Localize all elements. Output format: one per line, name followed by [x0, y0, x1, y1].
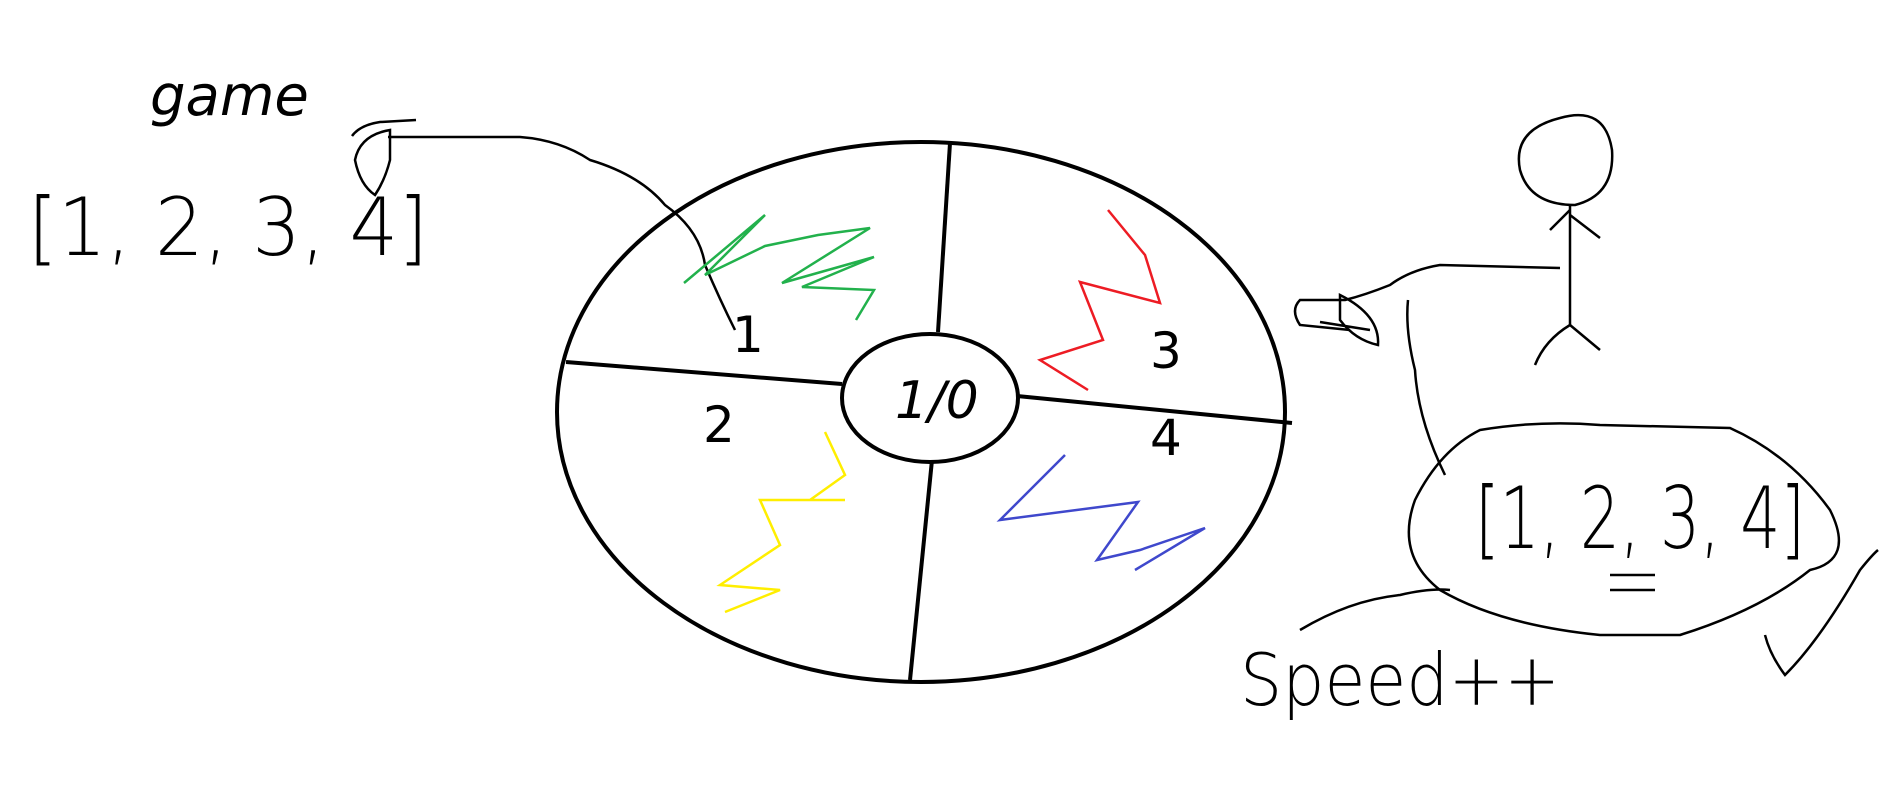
section-1-label: 1: [732, 306, 764, 364]
wheel-divider-right: [1016, 394, 1293, 425]
game-label: game: [150, 64, 309, 129]
right-list-label: [1, 2, 3, 4]: [1475, 469, 1805, 569]
section-4-scribble: [996, 454, 1206, 572]
list-to-wheel-connector: [388, 135, 737, 331]
pointing-arrow: [1319, 292, 1380, 347]
section-4-label: 4: [1150, 409, 1182, 467]
wheel: 1/0 1 2 3 4: [555, 140, 1293, 684]
left-list-label: [1, 2, 3, 4]: [28, 181, 428, 274]
wheel-divider-left: [565, 360, 843, 386]
wheel-hub: [840, 332, 1020, 464]
speed-label: Speed++: [1240, 638, 1560, 722]
loop-tail-left: [1299, 588, 1451, 632]
wheel-divider-bottom: [908, 459, 934, 681]
section-3-label: 3: [1150, 322, 1182, 380]
loop-tail-right: [1763, 549, 1879, 677]
right-list-loop: [1407, 422, 1841, 637]
list-pointer-arrow: [350, 118, 417, 197]
section-2-scribble: [716, 431, 847, 614]
section-2-label: 2: [703, 396, 735, 454]
wheel-divider-top: [936, 142, 952, 333]
section-1-scribble: [683, 214, 877, 321]
wheel-hub-label: 1/0: [895, 371, 979, 431]
section-3-scribble: [1037, 209, 1162, 392]
figure-arm: [1293, 263, 1561, 332]
stick-figure: [1293, 113, 1614, 366]
figure-head: [1517, 113, 1614, 207]
figure-legs: [1533, 323, 1601, 366]
wheel-outer-rim: [555, 140, 1287, 684]
figure-shoulders: [1549, 209, 1601, 239]
hand-to-loop-connector: [1406, 299, 1447, 476]
